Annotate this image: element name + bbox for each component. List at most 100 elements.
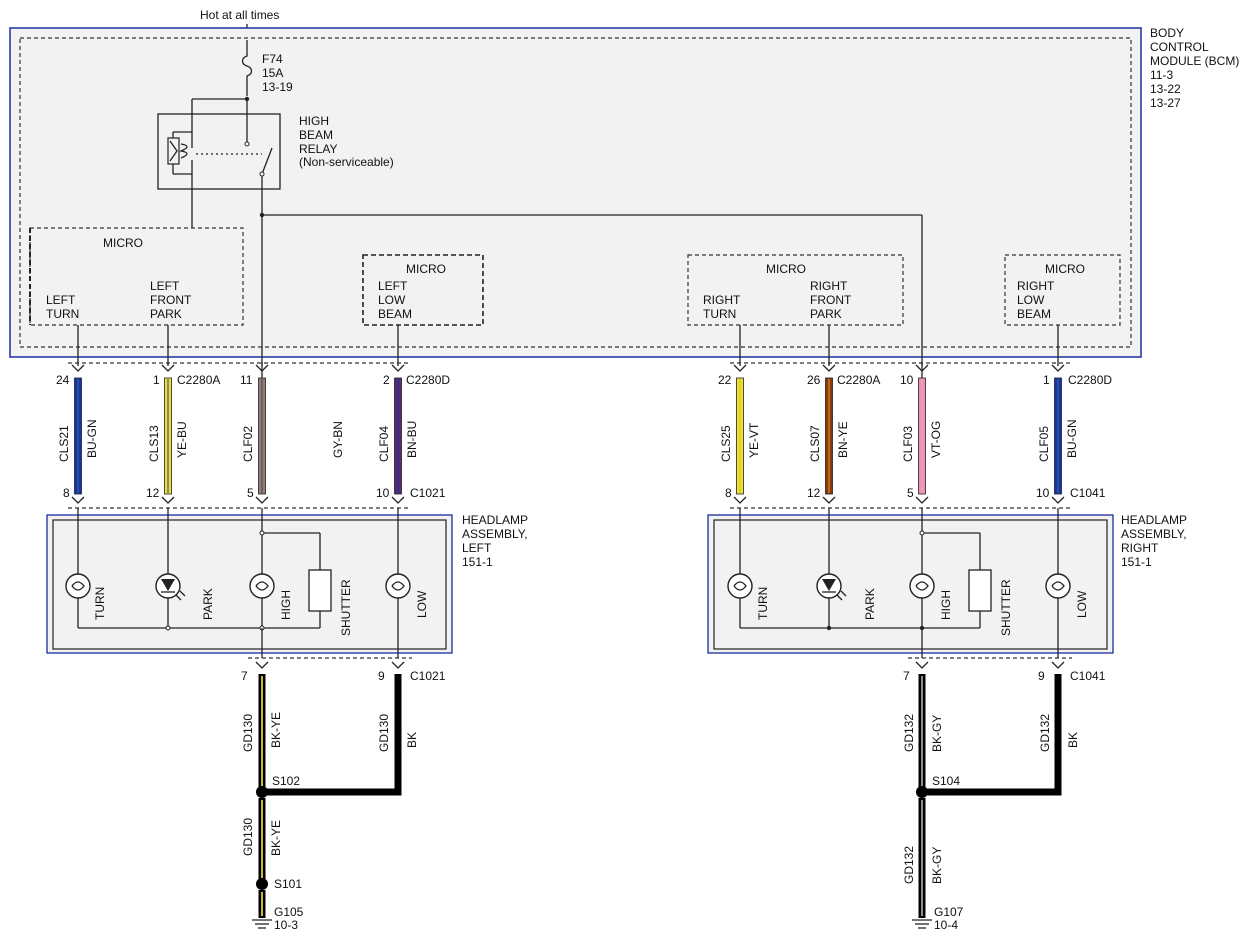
micro1-left-text: LEFT TURN xyxy=(46,293,79,321)
high-beam-relay xyxy=(157,113,281,190)
svg-text:RIGHT: RIGHT xyxy=(703,293,741,307)
micro-box-right-front xyxy=(687,254,904,326)
svg-text:LOW: LOW xyxy=(378,293,406,307)
high-bulb-right: HIGH xyxy=(909,573,953,620)
svg-text:S102: S102 xyxy=(272,774,300,788)
splice-s101 xyxy=(256,878,268,890)
svg-text:S101: S101 xyxy=(274,877,302,891)
color-label: BU-GN xyxy=(1065,419,1079,458)
micro2-text: LEFT LOW BEAM xyxy=(378,279,412,321)
svg-text:HEADLAMP: HEADLAMP xyxy=(462,513,528,527)
pin-bottom-3: 10 xyxy=(376,486,390,500)
fuse-label: F74 15A 13-19 xyxy=(262,52,293,94)
svg-text:BEAM: BEAM xyxy=(299,128,333,142)
svg-text:PARK: PARK xyxy=(810,307,842,321)
svg-text:GD132: GD132 xyxy=(902,714,916,752)
svg-text:F74: F74 xyxy=(262,52,283,66)
pin-top-0: 24 xyxy=(56,373,70,387)
svg-text:10-3: 10-3 xyxy=(274,918,298,932)
svg-text:BK-GY: BK-GY xyxy=(930,715,944,752)
bcm-title: BODY CONTROL MODULE (BCM) 11-3 13-22 13-… xyxy=(1150,26,1239,110)
pin-bottom-6: 5 xyxy=(907,486,914,500)
pin-bottom-2: 5 xyxy=(247,486,254,500)
ground-left-pin-a: 7 xyxy=(241,669,248,683)
headlamp-right-title: HEADLAMP ASSEMBLY, RIGHT 151-1 xyxy=(1121,513,1187,569)
wire-clf05: 1 10 CLF05 BU-GN xyxy=(1036,325,1079,504)
hot-label: Hot at all times xyxy=(200,8,279,22)
color-label: BU-GN xyxy=(85,419,99,458)
pin-bottom-5: 12 xyxy=(807,486,821,500)
shutter-right: SHUTTER xyxy=(968,569,1013,636)
svg-text:ASSEMBLY,: ASSEMBLY, xyxy=(462,527,528,541)
svg-text:PARK: PARK xyxy=(150,307,182,321)
circuit-label: CLS21 xyxy=(57,425,71,462)
relay-switch-arm xyxy=(261,147,273,175)
svg-text:GD130: GD130 xyxy=(241,714,255,752)
connector-c1041-top: C1041 xyxy=(1070,486,1106,500)
pin-top-7: 1 xyxy=(1043,373,1050,387)
svg-text:PARK: PARK xyxy=(201,588,215,620)
svg-text:15A: 15A xyxy=(262,66,283,80)
svg-text:TURN: TURN xyxy=(756,587,770,620)
svg-text:(Non-serviceable): (Non-serviceable) xyxy=(299,155,394,169)
pin-bottom-0: 8 xyxy=(63,486,70,500)
park-led-left: PARK xyxy=(155,573,215,620)
connector-c1021-bottom: C1021 xyxy=(410,669,446,683)
micro3-left-text: RIGHT TURN xyxy=(703,293,741,321)
svg-text:HIGH: HIGH xyxy=(939,590,953,620)
svg-text:S104: S104 xyxy=(932,774,960,788)
micro-label-4: MICRO xyxy=(1045,262,1085,276)
svg-text:RELAY: RELAY xyxy=(299,142,337,156)
circuit-label: CLS07 xyxy=(808,425,822,462)
svg-text:BEAM: BEAM xyxy=(378,307,412,321)
svg-text:BK: BK xyxy=(1066,732,1080,748)
connector-c2280d-right: C2280D xyxy=(1068,373,1112,387)
circuit-label: CLF03 xyxy=(901,426,915,462)
svg-text:SHUTTER: SHUTTER xyxy=(339,579,353,636)
pin-top-4: 22 xyxy=(718,373,732,387)
svg-text:RIGHT: RIGHT xyxy=(1121,541,1159,555)
svg-text:TURN: TURN xyxy=(703,307,736,321)
svg-text:BK-YE: BK-YE xyxy=(269,712,283,748)
svg-text:LEFT: LEFT xyxy=(378,279,408,293)
micro-box-left-front xyxy=(29,227,244,326)
svg-text:LOW: LOW xyxy=(415,590,429,618)
connector-c2280a-right: C2280A xyxy=(837,373,880,387)
wire-cls21: 24 8 CLS21 BU-GN xyxy=(56,325,99,504)
svg-text:BEAM: BEAM xyxy=(1017,307,1051,321)
park-led-right: PARK xyxy=(816,573,877,620)
svg-text:13-19: 13-19 xyxy=(262,80,293,94)
svg-text:TURN: TURN xyxy=(46,307,79,321)
headlamp-left-title: HEADLAMP ASSEMBLY, LEFT 151-1 xyxy=(462,513,528,569)
relay-coil xyxy=(167,131,193,228)
svg-text:RIGHT: RIGHT xyxy=(810,279,848,293)
svg-text:151-1: 151-1 xyxy=(462,555,493,569)
turn-bulb-left: TURN xyxy=(65,573,107,620)
micro-label-3: MICRO xyxy=(766,262,806,276)
svg-text:FRONT: FRONT xyxy=(150,293,192,307)
low-bulb-right: LOW xyxy=(1045,573,1089,618)
connector-c1041-bottom: C1041 xyxy=(1070,669,1106,683)
micro-label-1: MICRO xyxy=(103,236,143,250)
shutter-left: SHUTTER xyxy=(308,569,353,636)
ground-symbol-left xyxy=(252,919,272,929)
pin-bottom-7: 10 xyxy=(1036,486,1050,500)
svg-text:LEFT: LEFT xyxy=(462,541,492,555)
svg-text:MODULE (BCM): MODULE (BCM) xyxy=(1150,54,1239,68)
ground-right-pin-a: 7 xyxy=(903,669,910,683)
pin-top-2: 11 xyxy=(240,373,253,387)
color-label: BN-YE xyxy=(836,421,850,458)
pin-bottom-4: 8 xyxy=(725,486,732,500)
headlamp-right-inner xyxy=(713,519,1108,650)
micro4-text: RIGHT LOW BEAM xyxy=(1017,279,1055,321)
svg-text:BK: BK xyxy=(405,732,419,748)
circuit-label: CLF05 xyxy=(1037,426,1051,462)
svg-text:LEFT: LEFT xyxy=(46,293,76,307)
svg-text:HIGH: HIGH xyxy=(279,590,293,620)
color-label: YE-BU xyxy=(175,421,189,458)
